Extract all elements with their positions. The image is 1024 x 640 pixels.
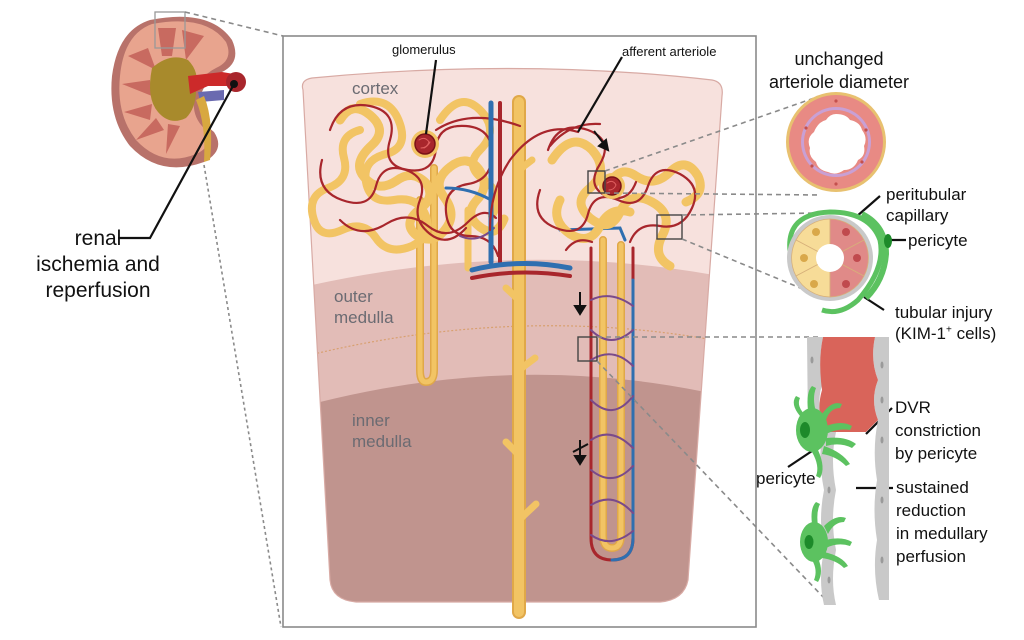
zone-label-inner-medulla: inner medulla <box>352 411 412 451</box>
pericyte-lower <box>800 502 852 582</box>
renal-artery <box>188 72 234 94</box>
flow-arrows <box>572 130 610 466</box>
healthy-nuclei <box>800 228 820 288</box>
zoom-box-dvr <box>577 336 598 362</box>
leader-glomerulus <box>424 59 438 135</box>
zoom-line-top <box>184 11 284 37</box>
outer-medulla-divider <box>302 325 723 361</box>
label-sustained-reduction: sustained reduction in medullary perfusi… <box>896 478 988 566</box>
arteriole-lumen <box>808 114 866 174</box>
zone-label-cortex: cortex <box>352 79 399 98</box>
callout-lines <box>596 95 827 601</box>
dvr-blood <box>819 337 878 432</box>
pericyte-nucleus-constricting <box>800 422 810 438</box>
collecting-duct <box>502 95 540 619</box>
nephron-left <box>307 97 522 386</box>
leader-peritubular <box>855 195 881 218</box>
tubule-lumen <box>816 244 844 272</box>
dvr-longitudinal <box>793 337 889 605</box>
kim1-superscript: + <box>946 324 952 336</box>
cortical-vessels <box>444 100 627 280</box>
label-pericyte-top: pericyte <box>908 231 968 250</box>
afferent-arteriole-vessel <box>488 128 580 232</box>
injury-leader-line <box>118 83 235 240</box>
ureter <box>196 96 212 162</box>
renal-pelvis <box>150 57 197 121</box>
pericyte-nucleus-top <box>884 234 892 248</box>
zoom-box-arteriole <box>587 170 606 194</box>
arteriole-cross-section <box>786 92 886 192</box>
zoom-box-peritubular <box>656 214 683 240</box>
pericyte-nucleus-lower <box>804 535 814 549</box>
kidney-section-outline <box>301 67 723 603</box>
label-peritubular-capillary: peritubular capillary <box>886 185 967 225</box>
glomerulus-right <box>602 176 622 196</box>
leader-lines <box>424 56 906 490</box>
label-renal-ischemia: renal ischemia and reperfusion <box>36 227 160 302</box>
tubular-injury-prefix: (KIM-1 <box>895 324 946 343</box>
pericyte-body-top <box>860 211 890 301</box>
leader-pericyte-bottom <box>787 450 813 468</box>
leader-afferent <box>577 56 623 133</box>
kidney-overview <box>111 11 246 168</box>
zoom-box-kidney <box>154 11 186 49</box>
pericyte-constricting <box>793 386 856 478</box>
tubular-injury-suffix: cells) <box>951 324 997 343</box>
label-dvr-constriction: DVR constriction by pericyte <box>895 398 981 463</box>
label-glomerulus: glomerulus <box>392 42 456 57</box>
arrow-inner-medulla-blocked <box>572 440 589 466</box>
arrow-outer-medulla <box>573 292 587 316</box>
injured-nuclei <box>842 228 861 288</box>
dvr-wall-left-lower <box>820 432 836 605</box>
zoom-line-bottom <box>203 164 282 628</box>
tubule-cross-section <box>787 209 892 315</box>
capillary-pericyte-wrap <box>787 209 884 315</box>
kidney-pyramids <box>122 28 204 154</box>
label-tubular-injury: tubular injury (KIM-1+ cells) <box>895 302 996 344</box>
glomerulus-left <box>414 133 436 155</box>
tubular-injury-line1: tubular injury <box>895 303 993 322</box>
arrow-afferent <box>593 130 610 152</box>
label-unchanged-arteriole: unchanged arteriole diameter <box>768 49 910 92</box>
label-afferent-arteriole: afferent arteriole <box>622 44 717 59</box>
dvr-wall-right <box>873 337 889 600</box>
zone-label-outer-medulla: outer medulla <box>334 287 394 327</box>
label-pericyte-bottom: pericyte <box>756 469 816 488</box>
